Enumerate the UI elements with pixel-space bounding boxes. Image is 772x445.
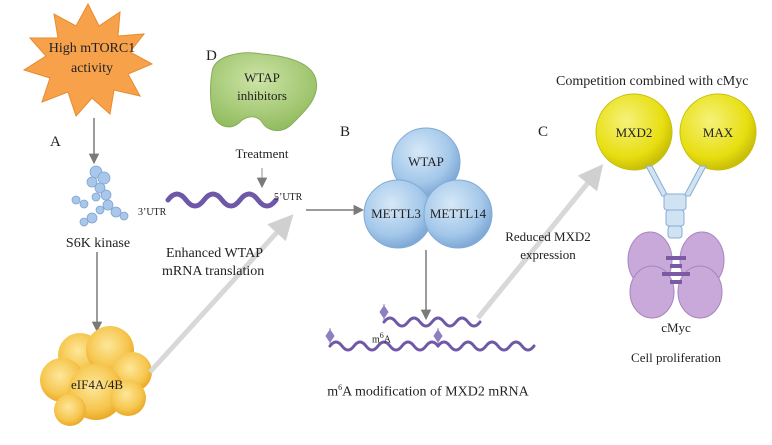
eif-label: eIF4A/4B (71, 377, 123, 392)
m6a-label: m6A (372, 331, 392, 346)
wtap-mrna-wave (165, 191, 279, 209)
competition-label: Competition combined with cMyc (556, 74, 749, 89)
arrow-mxd2-to-protein (476, 164, 604, 320)
panel-label-a: A (50, 134, 61, 150)
eif4a-4b-blob (40, 326, 152, 426)
m6a-modification-caption: m6A modification of MXD2 mRNA (327, 383, 529, 400)
cmyc-protein (627, 231, 725, 319)
mettl14-sphere-label: METTL14 (429, 206, 487, 221)
panel-label-b: B (340, 124, 351, 140)
mxd2-protein (595, 93, 673, 171)
enhanced-translation-line2: mRNA translation (162, 264, 265, 279)
arrow-eif-to-mrna (148, 214, 294, 374)
cmyc-dna-motif (662, 256, 690, 284)
panel-label-d: D (206, 48, 217, 64)
reduced-expression-line1: Reduced MXD2 (505, 229, 591, 244)
mettl3-sphere-label: METTL3 (371, 206, 421, 221)
enhanced-translation-line1: Enhanced WTAP (166, 246, 263, 261)
mtorc1-label-line1: High mTORC1 (48, 41, 136, 56)
wtap-inhibitor-label-line1: WTAP (244, 70, 280, 85)
mtorc1-starburst (22, 2, 154, 117)
treatment-label: Treatment (235, 146, 289, 161)
mxd2-sphere-label: MXD2 (615, 125, 653, 140)
wtap-sphere-label: WTAP (408, 154, 444, 169)
m6a-marks (325, 304, 443, 344)
panel-label-c: C (538, 124, 549, 140)
max-sphere-label: MAX (702, 125, 734, 140)
s6k-kinase-molecule (71, 165, 129, 227)
mtorc1-label-line2: activity (71, 61, 113, 76)
cmyc-label: cMyc (661, 320, 691, 335)
wtap-inhibitor-blob (210, 52, 318, 131)
mxd2-mrna-waves (328, 316, 536, 352)
utr3-label: 3’UTR (138, 207, 167, 218)
s6k-kinase-label: S6K kinase (65, 236, 131, 251)
methyltransferase-complex (363, 127, 493, 249)
wtap-inhibitor-label-line2: inhibitors (237, 88, 287, 103)
cell-proliferation-label: Cell proliferation (631, 350, 721, 365)
protein-linker (645, 165, 707, 239)
reduced-expression-line2: expression (520, 247, 576, 262)
max-protein (679, 93, 757, 171)
utr5-label: 5’UTR (274, 192, 303, 203)
